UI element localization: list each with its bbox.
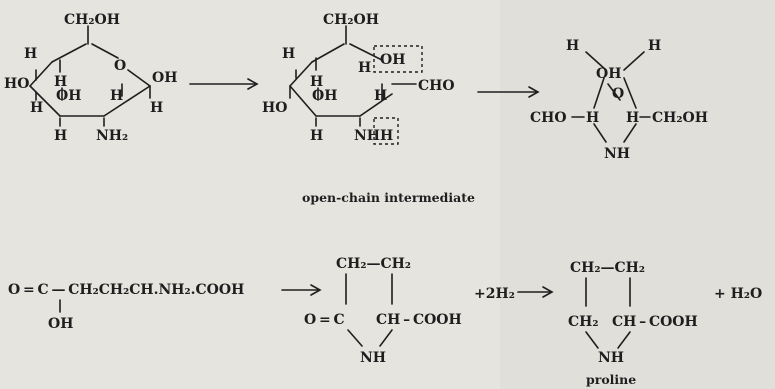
label-oh: OH: [56, 88, 81, 104]
label-ho: HO: [4, 76, 29, 92]
label-oh: OH: [152, 70, 177, 86]
label-cho: CHO: [530, 110, 567, 126]
label-ho: HO: [262, 100, 287, 116]
faint-text-background: [500, 0, 775, 389]
label-h: H: [310, 128, 323, 144]
label-h: H: [358, 60, 371, 76]
plus-h2o: + H₂O: [714, 286, 762, 302]
label-h: H: [282, 46, 295, 62]
label-h: H: [626, 110, 639, 126]
label-h: H: [566, 38, 579, 54]
label-h: H: [24, 46, 37, 62]
label-oc: O = C: [304, 312, 345, 328]
pyrrolidone-carboxylic-acid-structure: CH₂—CH₂ O = C CH – COOH NH: [304, 256, 462, 366]
open-chain-structure: CH₂OH H OH HO H CHO H OH NH H H H: [262, 12, 455, 145]
glutamic-semialdehyde-structure: O = C — CH₂CH₂CH.NH₂.COOH OH: [8, 282, 244, 332]
reaction-arrow-1: [189, 78, 259, 90]
reaction-arrow-2: [477, 86, 540, 98]
plus-2h2: +2H₂: [474, 286, 515, 302]
label-h: H: [54, 74, 67, 90]
label-ring-o: O: [114, 58, 126, 74]
cyclised-product-structure: H H OH O CHO H H CH₂OH NH: [530, 38, 708, 162]
open-chain-caption: open-chain intermediate: [302, 190, 475, 205]
reaction-arrow-4: [517, 286, 554, 298]
label-ch-cooh: CH – COOH: [376, 312, 462, 328]
label-ring-top: CH₂—CH₂: [570, 260, 645, 276]
label-ch2oh: CH₂OH: [64, 12, 120, 28]
proline-structure: CH₂—CH₂ CH₂ CH – COOH NH proline: [568, 260, 698, 387]
label-oh: OH: [48, 316, 73, 332]
label-h: H: [586, 110, 599, 126]
label-h: H: [374, 88, 387, 104]
label-h: H: [150, 100, 163, 116]
linear-formula: O = C — CH₂CH₂CH.NH₂.COOH: [8, 282, 244, 298]
label-nh: NH: [360, 350, 386, 366]
reaction-arrow-3: [281, 284, 322, 296]
label-o: O: [612, 86, 624, 102]
label-cho: CHO: [418, 78, 455, 94]
label-oh: OH: [312, 88, 337, 104]
label-h: H: [110, 88, 123, 104]
label-nh: NH: [598, 350, 624, 366]
label-ch2: CH₂: [568, 314, 599, 330]
label-ch2oh: CH₂OH: [323, 12, 379, 28]
glucosamine-structure: CH₂OH O H HO H H OH OH H H H NH₂: [4, 12, 177, 144]
label-ch2oh: CH₂OH: [652, 110, 708, 126]
label-oh: OH: [596, 66, 621, 82]
label-nh2: NH₂: [96, 128, 128, 144]
proline-caption: proline: [586, 372, 636, 387]
label-h: H: [648, 38, 661, 54]
label-h: H: [380, 128, 393, 144]
label-h: H: [310, 74, 323, 90]
label-ch-cooh: CH – COOH: [612, 314, 698, 330]
label-nh: NH: [354, 128, 380, 144]
label-ring-top: CH₂—CH₂: [336, 256, 411, 272]
label-h: H: [30, 100, 43, 116]
label-nh: NH: [604, 146, 630, 162]
label-oh: OH: [380, 52, 405, 68]
label-h: H: [54, 128, 67, 144]
